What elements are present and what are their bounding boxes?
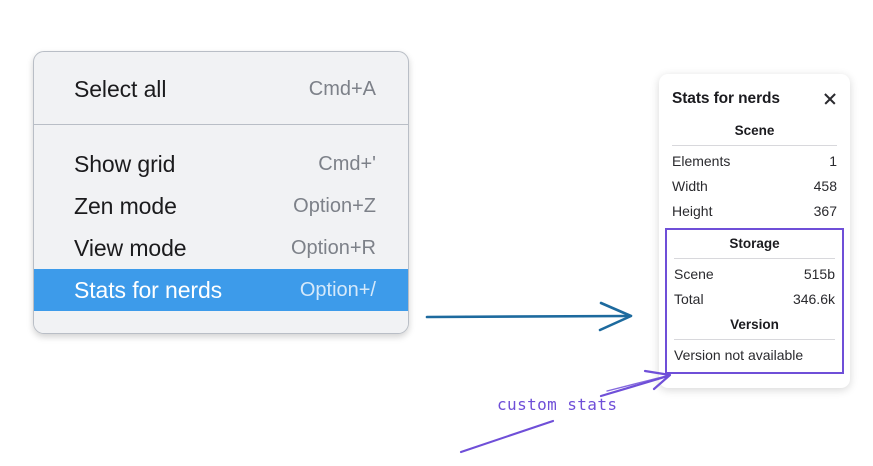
stat-row-width: Width 458: [672, 173, 837, 198]
menu-group-view: Show grid Cmd+' Zen mode Option+Z View m…: [34, 125, 408, 311]
menu-item-label: Show grid: [74, 150, 176, 177]
section-heading-scene: Scene: [734, 123, 775, 138]
canvas-context-menu: Select all Cmd+A Show grid Cmd+' Zen mod…: [33, 51, 409, 334]
stat-value: 346.6k: [792, 290, 835, 307]
menu-item-shortcut: Cmd+': [318, 152, 376, 175]
stat-key: Scene: [674, 265, 714, 282]
close-icon[interactable]: [822, 91, 838, 107]
stats-panel-header: Stats for nerds: [659, 86, 850, 112]
stat-value: 1: [829, 152, 837, 169]
menu-item-label: View mode: [74, 234, 187, 261]
menu-item-shortcut: Option+/: [299, 278, 376, 301]
section-heading-storage: Storage: [729, 236, 780, 251]
stat-value: 515b: [803, 265, 835, 282]
menu-item-shortcut: Option+R: [290, 236, 376, 259]
menu-item-shortcut: Cmd+A: [308, 77, 376, 100]
section-rule: [674, 339, 835, 340]
menu-bottom-padding: [34, 311, 408, 333]
purple-underline-stroke: [459, 419, 555, 454]
menu-item-select-all[interactable]: Select all Cmd+A: [34, 68, 408, 110]
menu-item-label: Select all: [74, 75, 167, 102]
menu-item-shortcut: Option+Z: [293, 194, 376, 217]
menu-item-label: Stats for nerds: [74, 276, 223, 303]
section-rule: [672, 145, 837, 146]
section-rule: [674, 258, 835, 259]
version-value: Version not available: [674, 347, 804, 363]
section-heading-version: Version: [730, 317, 779, 332]
annotation-label-custom-stats: custom stats: [497, 395, 618, 414]
menu-group-selection: Select all Cmd+A: [34, 52, 408, 124]
stat-value: 458: [813, 177, 837, 194]
stat-row-height: Height 367: [672, 198, 837, 223]
stats-for-nerds-panel: Stats for nerds Scene Elements 1 Width 4…: [659, 74, 850, 388]
menu-divider: [34, 124, 408, 125]
stat-row-storage-scene: Scene 515b: [674, 261, 835, 286]
custom-stats-highlight-box: Storage Scene 515b Total 346.6k Version …: [665, 228, 844, 374]
stat-key: Width: [672, 177, 708, 194]
stats-panel-title: Stats for nerds: [672, 90, 780, 107]
stat-value: 367: [813, 202, 837, 219]
menu-item-zen-mode[interactable]: Zen mode Option+Z: [34, 185, 408, 227]
menu-item-stats-for-nerds[interactable]: Stats for nerds Option+/: [34, 269, 408, 311]
blue-arrow-icon: [425, 301, 633, 332]
stat-row-storage-total: Total 346.6k: [674, 286, 835, 311]
stat-key: Height: [672, 202, 713, 219]
stat-key: Total: [674, 290, 704, 307]
menu-item-label: Zen mode: [74, 192, 177, 219]
stat-row-elements: Elements 1: [672, 148, 837, 173]
stats-section-scene: Scene Elements 1 Width 458 Height 367: [659, 112, 850, 223]
menu-item-show-grid[interactable]: Show grid Cmd+': [34, 143, 408, 185]
stat-key: Elements: [672, 152, 731, 169]
menu-item-view-mode[interactable]: View mode Option+R: [34, 227, 408, 269]
